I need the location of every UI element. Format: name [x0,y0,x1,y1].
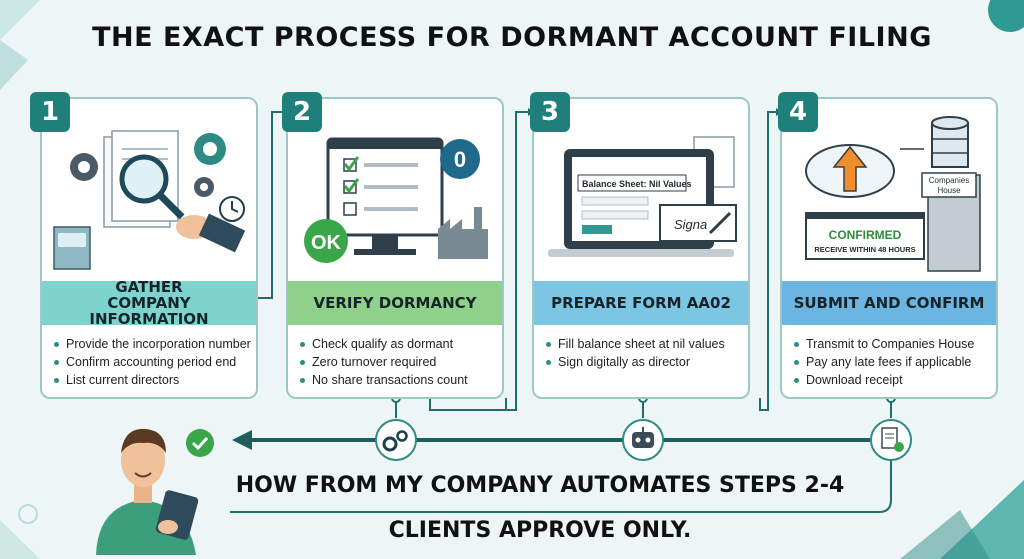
database-icon [931,116,969,168]
page-title: THE EXACT PROCESS FOR DORMANT ACCOUNT FI… [92,22,932,53]
approval-caption: CLIENTS APPROVE ONLY. [388,518,692,543]
list-item: Zero turnover required [300,353,500,371]
step-4-bullets: Transmit to Companies House Pay any late… [794,335,994,389]
list-item: Download receipt [794,371,994,389]
svg-text:House: House [937,186,961,195]
building-icon: Companies House [921,172,981,272]
ok-badge-icon: OK [304,219,348,263]
step-card-4: Companies House CONFIRMED RECEIVE WITHIN… [780,97,998,399]
robot-circle-icon [622,419,664,461]
filing-cabinet-icon [53,226,91,270]
step-3-heading: PREPARE FORM AA02 [534,281,748,325]
step-card-2: OK 0 VERIFY DORMANCY Check qualify as do… [286,97,504,399]
person-with-tablet-illustration [96,428,214,555]
svg-text:Balance Sheet: Nil Values: Balance Sheet: Nil Values [582,179,692,189]
step-card-3: Balance Sheet: Nil Values Signa PREPARE … [532,97,750,399]
prepare-form-illustration: Balance Sheet: Nil Values Signa [548,136,737,257]
checkbox-checked-icon [343,156,360,172]
step-2-bullets: Check qualify as dormant Zero turnover r… [300,335,500,389]
document-check-circle-icon [870,419,912,461]
step-3-bullets: Fill balance sheet at nil values Sign di… [546,335,746,371]
list-item: Fill balance sheet at nil values [546,335,746,353]
cloud-upload-icon [805,144,895,198]
list-item: Confirm accounting period end [54,353,254,371]
list-item: Transmit to Companies House [794,335,994,353]
step-card-1: GATHER COMPANY INFORMATION Provide the i… [40,97,258,399]
step-3-number: 3 [530,92,570,132]
step-1-number: 1 [30,92,70,132]
list-item: Check qualify as dormant [300,335,500,353]
list-item: Provide the incorporation number [54,335,254,353]
checkbox-checked-icon [343,178,360,194]
step-2-number: 2 [282,92,322,132]
step-4-number: 4 [778,92,818,132]
gather-information-illustration [53,130,246,270]
confirmation-window: CONFIRMED RECEIVE WITHIN 48 HOURS [805,212,925,260]
svg-text:Signa: Signa [674,217,707,232]
gear-icon [194,133,226,165]
verify-dormancy-illustration: OK 0 [304,137,488,263]
list-item: List current directors [54,371,254,389]
svg-text:RECEIVE WITHIN 48 HOURS: RECEIVE WITHIN 48 HOURS [814,245,915,254]
gear-icon [194,177,214,197]
step-1-heading: GATHER COMPANY INFORMATION [42,279,256,327]
magnifying-glass-icon [119,154,185,220]
svg-text:CONFIRMED: CONFIRMED [829,228,902,242]
checkbox-empty-icon [343,202,357,216]
building-label: Companies [929,176,969,185]
clock-icon [219,196,245,222]
step-4-heading: SUBMIT AND CONFIRM [782,281,996,325]
list-item: Pay any late fees if applicable [794,353,994,371]
gear-icon [70,153,98,181]
submit-confirm-illustration: Companies House CONFIRMED RECEIVE WITHIN… [805,116,981,272]
list-item: No share transactions count [300,371,500,389]
svg-text:0: 0 [454,147,466,172]
signature-pad-icon: Signa [659,204,737,242]
step-2-heading: VERIFY DORMANCY [288,281,502,325]
factory-icon [438,207,488,259]
svg-text:OK: OK [311,232,342,254]
list-item: Sign digitally as director [546,353,746,371]
gears-circle-icon [375,419,417,461]
step-1-bullets: Provide the incorporation number Confirm… [54,335,254,389]
automation-caption: HOW FROM MY COMPANY AUTOMATES STEPS 2-4 [235,473,845,498]
zero-badge-icon: 0 [440,139,480,179]
